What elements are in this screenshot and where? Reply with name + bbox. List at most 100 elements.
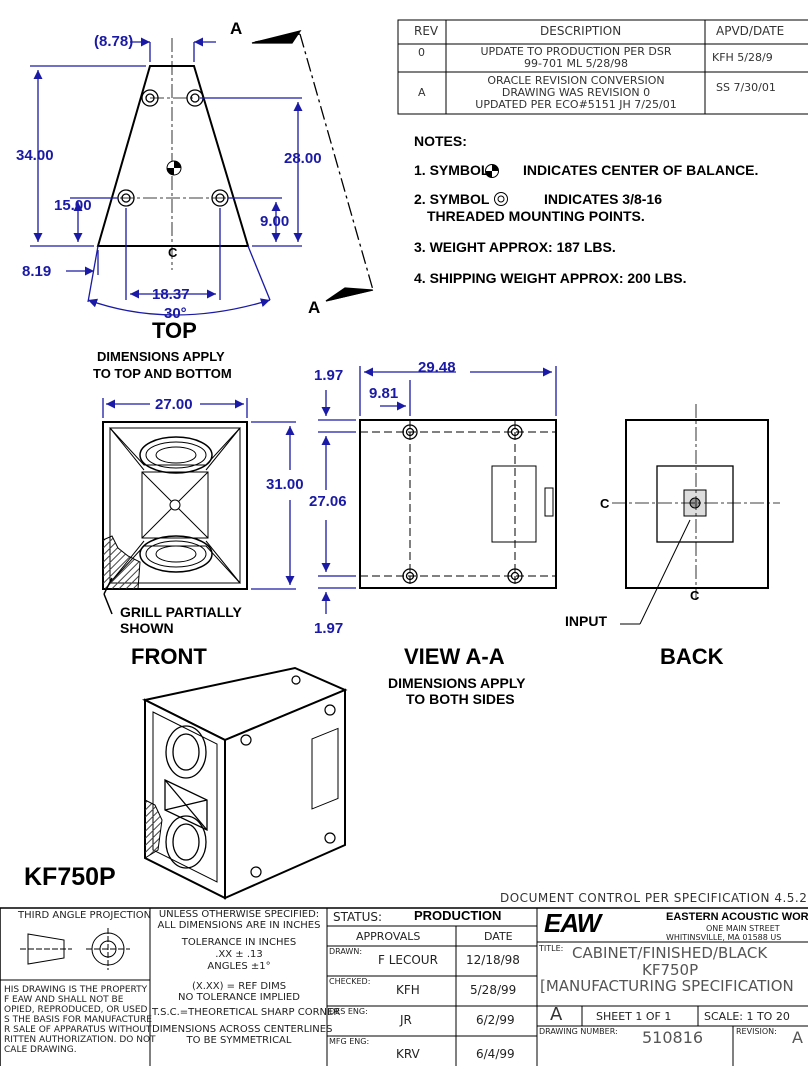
mfg-eng-date: 6/4/99 <box>476 1047 515 1061</box>
mfg-eng-role: MFG ENG: <box>329 1037 370 1046</box>
rev-row-1-desc-3: UPDATED PER ECO#5151 JH 7/25/01 <box>475 98 677 111</box>
spec-line-2: ALL DIMENSIONS ARE IN INCHES <box>157 920 321 931</box>
section-line-a <box>251 29 374 302</box>
ref-line-2: NO TOLERANCE IMPLIED <box>178 992 300 1003</box>
eaw-logo: EAW <box>544 908 601 938</box>
property-line-7: CALE DRAWING. <box>4 1045 77 1055</box>
title-label: TITLE: <box>539 944 564 953</box>
view-aa-note-2: TO BOTH SIDES <box>406 691 515 707</box>
input-label: INPUT <box>565 613 607 629</box>
checked-name: KFH <box>396 983 420 997</box>
back-centerline-v: C <box>690 588 700 603</box>
woofer-bottom <box>139 535 213 573</box>
dim-1500: 15.00 <box>54 197 92 214</box>
dim-angle: 30° <box>164 305 187 322</box>
rev-row-1-apvd: SS 7/30/01 <box>716 81 776 94</box>
grill-hatch <box>102 535 141 590</box>
company-name: EASTERN ACOUSTIC WORK <box>666 911 808 923</box>
size-value: A <box>550 1004 563 1025</box>
view-aa-label: VIEW A-A <box>404 644 505 669</box>
tsc-line: T.S.C.=THEORETICAL SHARP CORNER <box>152 1007 341 1018</box>
property-line-1: HIS DRAWING IS THE PROPERTY <box>4 985 148 995</box>
des-eng-name: JR <box>400 1013 412 1027</box>
dim-878: (8.78) <box>94 33 134 50</box>
dim-2948: 29.48 <box>418 359 456 376</box>
revision-value: A <box>792 1028 803 1047</box>
drawn-date: 12/18/98 <box>466 953 520 967</box>
view-aa-note-1: DIMENSIONS APPLY <box>388 675 526 691</box>
center-of-balance-icon <box>166 160 182 176</box>
input-panel <box>656 465 734 543</box>
rev-row-1-desc-2: DRAWING WAS REVISION 0 <box>501 86 651 99</box>
dim-819: 8.19 <box>22 263 52 280</box>
grill-note-1: GRILL PARTIALLY <box>120 604 242 620</box>
rev-row-0-desc-1: UPDATE TO PRODUCTION PER DSR <box>480 45 672 58</box>
dim-3400: 34.00 <box>16 147 54 164</box>
property-line-3: OPIED, REPRODUCED, OR USED <box>4 1005 148 1015</box>
mfg-eng-name: KRV <box>396 1047 420 1061</box>
side-plate <box>491 465 537 543</box>
spec-line-1: UNLESS OTHERWISE SPECIFIED: <box>158 909 320 920</box>
dim-2706: 27.06 <box>309 493 347 510</box>
top-view-note-2: TO TOP AND BOTTOM <box>93 366 232 381</box>
title-line-2: KF750P <box>642 961 699 979</box>
revision-label: REVISION: <box>736 1027 777 1036</box>
rev-header-apvd: APVD/DATE <box>716 24 785 38</box>
mounting-point-icon <box>494 192 508 206</box>
front-view <box>102 398 296 615</box>
des-eng-role: DES ENG: <box>329 1007 368 1016</box>
tol-line-1: TOLERANCE IN INCHES <box>181 937 297 948</box>
status-label: STATUS: <box>333 910 383 924</box>
product-name: KF750P <box>24 863 116 891</box>
horn <box>141 471 209 539</box>
note-3: 3. WEIGHT APPROX: 187 LBS. <box>414 239 616 255</box>
des-eng-date: 6/2/99 <box>476 1013 515 1027</box>
checked-role: CHECKED: <box>329 977 371 986</box>
dim-note-1: DIMENSIONS ACROSS CENTERLINES <box>152 1024 333 1035</box>
view-aa <box>318 366 557 614</box>
company-addr-1: ONE MAIN STREET <box>706 924 780 933</box>
centerline-symbol: C <box>168 245 178 260</box>
section-label-a-bottom: A <box>308 298 321 317</box>
note-2-line2: THREADED MOUNTING POINTS. <box>427 208 645 224</box>
dim-3100: 31.00 <box>266 476 304 493</box>
top-view-label: TOP <box>152 318 197 343</box>
title-line-3: [MANUFACTURING SPECIFICATION <box>540 977 794 995</box>
drawing-number: 510816 <box>642 1028 704 1047</box>
top-view-note-1: DIMENSIONS APPLY <box>97 349 225 364</box>
rev-row-1-desc-1: ORACLE REVISION CONVERSION <box>487 74 665 87</box>
title-line-1: CABINET/FINISHED/BLACK <box>572 944 768 962</box>
back-view <box>612 404 780 625</box>
title-block <box>0 907 808 1066</box>
rev-row-0-apvd: KFH 5/28/9 <box>712 51 773 64</box>
property-line-6: RITTEN AUTHORIZATION. DO NOT <box>4 1035 156 1045</box>
drawn-role: DRAWN: <box>329 947 363 956</box>
tol-line-2: .XX ± .13 <box>215 949 263 960</box>
front-view-label: FRONT <box>131 644 207 669</box>
mounting-point-icon <box>402 424 523 584</box>
dim-note-2: TO BE SYMMETRICAL <box>186 1035 292 1046</box>
note-2-pre: 2. SYMBOL <box>414 191 490 207</box>
rev-row-1-rev: A <box>418 86 426 99</box>
center-of-balance-icon <box>485 164 499 178</box>
rev-row-0-desc-2: 99-701 ML 5/28/98 <box>524 57 628 70</box>
back-centerline-h: C <box>600 496 610 511</box>
top-view <box>30 29 374 316</box>
notes-title: NOTES: <box>414 133 467 149</box>
dim-197-bottom: 1.97 <box>314 620 344 637</box>
property-line-4: S THE BASIS FOR MANUFACTURE <box>4 1015 152 1025</box>
third-angle-projection-icon <box>20 928 130 970</box>
revision-table <box>397 19 808 115</box>
date-label: DATE <box>484 930 513 943</box>
dim-197-top: 1.97 <box>314 367 344 384</box>
property-line-5: R SALE OF APPARATUS WITHOUT <box>4 1025 152 1035</box>
grill-note-2: SHOWN <box>120 620 174 636</box>
doc-control: DOCUMENT CONTROL PER SPECIFICATION 4.5.2… <box>500 891 808 905</box>
dim-900: 9.00 <box>260 213 290 230</box>
woofer-top <box>139 436 213 474</box>
rev-header-rev: REV <box>414 24 439 38</box>
rev-header-desc: DESCRIPTION <box>540 24 622 38</box>
note-2-post: INDICATES 3/8-16 <box>544 191 662 207</box>
status-value: PRODUCTION <box>414 908 502 923</box>
drawn-name: F LECOUR <box>378 953 438 967</box>
